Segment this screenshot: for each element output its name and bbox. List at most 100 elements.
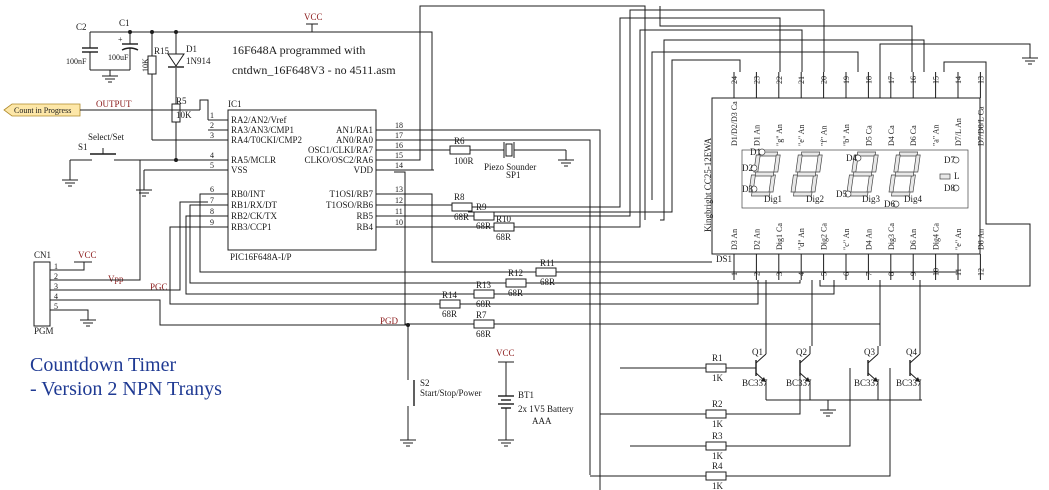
r4-ref: R4	[712, 461, 723, 471]
c1-ref: C1	[119, 18, 130, 28]
ic1-pin-number: 18	[395, 121, 403, 130]
ds1-pin-number: 4	[797, 272, 806, 276]
s2-label: Start/Stop/Power	[420, 388, 482, 398]
diode-d1: D1 1N914	[167, 44, 211, 68]
ic1-pin-name: VDD	[354, 165, 374, 175]
ds1-pin-name: D6 An	[909, 229, 918, 250]
r15-ref: R15	[154, 46, 170, 56]
ds1-pin-name: "a" An	[932, 125, 941, 146]
ic1-pin-number: 3	[210, 131, 214, 140]
cn1-pin-3: 3	[50, 282, 68, 291]
output-net-label: OUTPUT	[96, 99, 132, 109]
dot-label: D7	[944, 155, 955, 165]
dot-label: D5	[836, 189, 847, 199]
ds1-pin-number: 20	[820, 76, 829, 84]
output-port: Count in Progress OUTPUT	[3, 99, 209, 120]
ds1-pin-number: 3	[775, 272, 784, 276]
dot-label: D6	[884, 199, 895, 209]
piezo-ref: SP1	[506, 170, 521, 180]
dot-l: L	[939, 171, 960, 181]
ds1-pin-name: D4 An	[864, 229, 873, 250]
segment	[856, 151, 877, 157]
ic1-pin-number: 5	[210, 161, 214, 170]
digit-label: Dig3	[862, 194, 881, 204]
ic1-pin-number: 17	[395, 131, 403, 140]
ic1-pin-name: RB1/RX/DT	[231, 200, 278, 210]
r7-ref: R7	[476, 310, 487, 320]
segment	[754, 171, 775, 177]
dot-d2: D2	[742, 163, 758, 173]
cn1-pin-2: 2	[50, 272, 68, 281]
title-line-1: Countdown Timer	[30, 354, 176, 376]
ds1-pin-7: 7D4 An	[864, 229, 873, 280]
ic1-pin-name: RB4	[356, 222, 373, 232]
piezo-sp1: Piezo Sounder SP1	[484, 142, 574, 180]
segment	[852, 171, 873, 177]
ds1-pin-4: 4"d" An	[797, 228, 806, 280]
digit-label: Dig1	[764, 194, 782, 204]
vcc-label-bt: VCC	[496, 348, 515, 358]
bt1-label: 2x 1V5 Battery	[518, 404, 574, 414]
ground-icon	[820, 409, 836, 417]
r3-value: 1K	[712, 451, 724, 461]
vcc-label-top: VCC	[304, 12, 323, 22]
ds1-pin-name: "g" An	[775, 124, 784, 146]
ds1-pin-21: 21"e" An	[797, 72, 806, 146]
segment	[893, 154, 901, 173]
ic1-pin-number: 9	[210, 218, 214, 227]
dot-d1: D1	[750, 147, 766, 157]
ic1-pin-number: 15	[395, 151, 403, 160]
ic1-pin-name: RB3/CCP1	[231, 222, 272, 232]
ic1-pin-15: 15 CLKO/OSC2/RA6	[304, 151, 403, 165]
segment	[891, 191, 911, 197]
transistor-ref: Q2	[796, 347, 807, 357]
ds1-pin-number: 12	[976, 268, 985, 276]
ic1-pin-name: RB0/INT	[231, 189, 266, 199]
ds1-pin-number: 22	[775, 76, 784, 84]
segment	[773, 154, 781, 173]
segment	[846, 174, 854, 193]
cn1-pin-5: 5	[50, 302, 68, 311]
cn1-pin-number: 4	[54, 292, 58, 301]
ic1-pin-name: RA4/T0CKI/CMP2	[231, 135, 302, 145]
ds1-pin-name: D1 An	[752, 125, 761, 146]
ds1-pin-number: 8	[887, 272, 896, 276]
cn1-pin-number: 2	[54, 272, 58, 281]
d1-ref: D1	[186, 44, 197, 54]
ds1-pin-9: 9D6 An	[909, 229, 918, 280]
resistor-r15: R15 10K	[141, 46, 170, 75]
segment	[800, 151, 821, 157]
ic1-pin-name: CLKO/OSC2/RA6	[304, 155, 373, 165]
r8-value: 68R	[454, 212, 469, 222]
ic1-pin-number: 14	[395, 161, 403, 170]
dot-label: D1	[750, 147, 761, 157]
ds1-pin-name: D7/D8/L Ca	[976, 106, 985, 146]
r9-value: 68R	[476, 221, 491, 231]
segment	[793, 191, 813, 197]
ground-icon	[498, 439, 514, 447]
switch-s2: S2 Start/Stop/Power	[400, 325, 482, 447]
ic1-pin-number: 11	[395, 207, 403, 216]
ds1-pin-name: "f" An	[820, 125, 829, 146]
ds1-pin-number: 13	[976, 76, 985, 84]
